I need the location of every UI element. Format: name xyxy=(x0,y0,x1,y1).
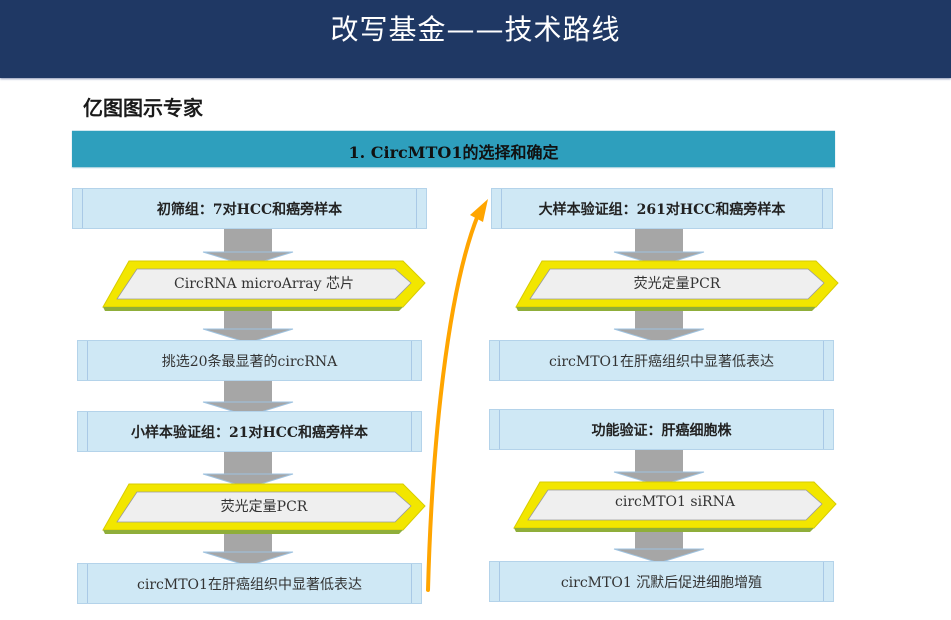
step-low-expression-left: circMTO1在肝癌组织中显著低表达 xyxy=(77,563,422,604)
down-arrow-icon xyxy=(202,449,294,489)
page-title: 改写基金——技术路线 xyxy=(330,13,621,46)
step-small-sample-validation: 小样本验证组：21对HCC和癌旁样本 xyxy=(77,411,422,452)
step-select-circrna: 挑选20条最显著的circRNA xyxy=(77,340,422,381)
step-microarray-label: CircRNA microArray 芯片 xyxy=(174,276,354,292)
flow-curve-arrow xyxy=(426,213,480,592)
step-initial-screening: 初筛组：7对HCC和癌旁样本 xyxy=(72,188,427,229)
step-qpcr-left-label: 荧光定量PCR xyxy=(220,499,308,515)
step-proliferation: circMTO1 沉默后促进细胞增殖 xyxy=(489,561,834,602)
step-microarray: CircRNA microArray 芯片 xyxy=(103,261,425,311)
section-title: 1. CircMTO1的选择和确定 xyxy=(348,143,559,162)
step-sirna: circMTO1 siRNA xyxy=(514,482,836,532)
header-banner: 改写基金——技术路线 xyxy=(0,0,951,78)
step-functional-validation: 功能验证：肝癌细胞株 xyxy=(489,409,834,450)
step-qpcr-right-label: 荧光定量PCR xyxy=(633,276,721,292)
step-large-sample-validation: 大样本验证组：261对HCC和癌旁样本 xyxy=(491,188,833,229)
step-sirna-label: circMTO1 siRNA xyxy=(615,494,735,510)
step-qpcr-left: 荧光定量PCR xyxy=(103,484,425,534)
step-low-expression-right: circMTO1在肝癌组织中显著低表达 xyxy=(489,340,834,381)
down-arrow-icon xyxy=(613,447,705,487)
section-header: 1. CircMTO1的选择和确定 xyxy=(72,130,835,167)
watermark-subtitle: 亿图图示专家 xyxy=(83,96,203,120)
arrowhead-icon xyxy=(470,199,488,222)
step-qpcr-right: 荧光定量PCR xyxy=(516,261,838,311)
